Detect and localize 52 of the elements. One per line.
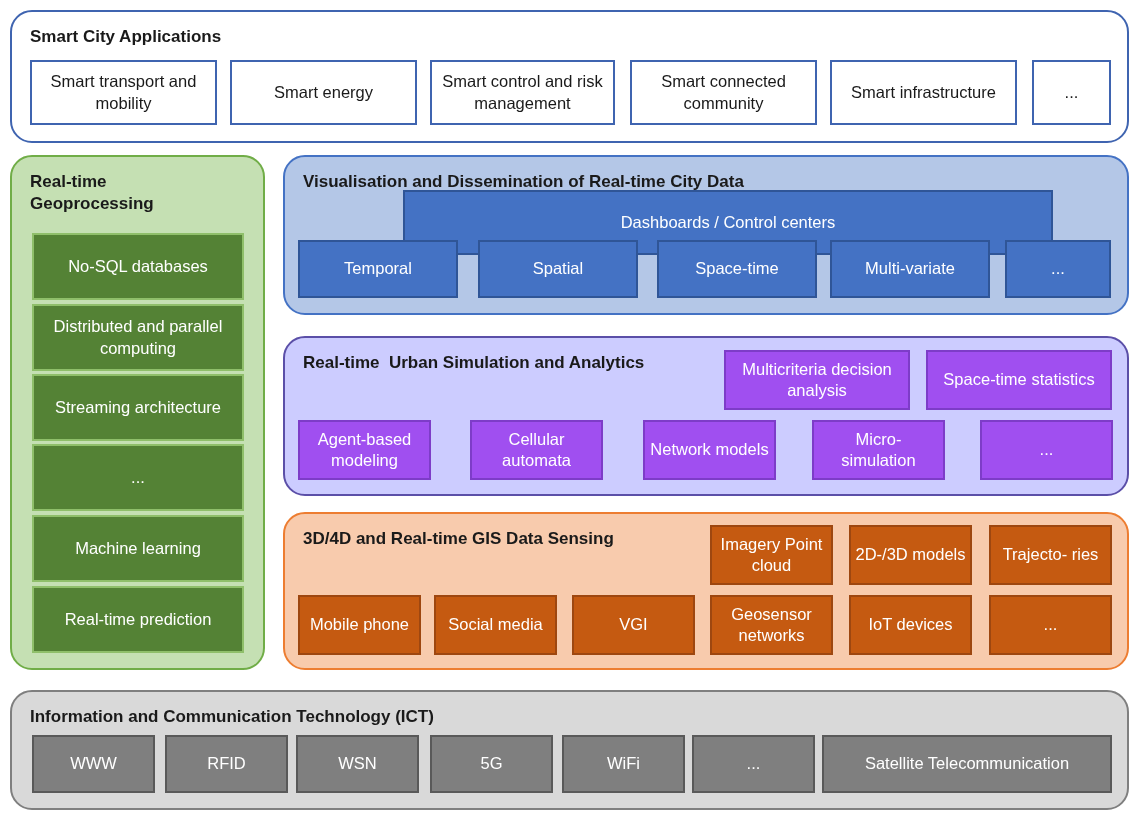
layer-panel: [283, 336, 1129, 496]
layer-title: Visualisation and Dissemination of Real-time City Data: [303, 171, 744, 193]
component-box: ...: [32, 444, 244, 511]
component-box: IoT devices: [849, 595, 972, 655]
component-box: Multicriteria decision analysis: [724, 350, 910, 410]
layer-title: Smart City Applications: [30, 26, 222, 48]
component-box: Multi-variate: [830, 240, 990, 298]
component-box: WiFi: [562, 735, 685, 793]
component-box: Social media: [434, 595, 557, 655]
component-box: WSN: [296, 735, 419, 793]
component-box: Space-time: [657, 240, 817, 298]
component-box: VGI: [572, 595, 695, 655]
layer-title: 3D/4D and Real-time GIS Data Sensing: [303, 528, 614, 550]
component-box: Micro- simulation: [812, 420, 945, 480]
component-box: Smart energy: [230, 60, 417, 125]
component-box: Cellular automata: [470, 420, 603, 480]
layer-panel: [283, 155, 1129, 315]
layer-panel: [10, 155, 265, 670]
component-box: Streaming architecture: [32, 374, 244, 441]
component-box: Distributed and parallel computing: [32, 304, 244, 371]
component-box: Smart transport and mobility: [30, 60, 217, 125]
component-box: Smart infrastructure: [830, 60, 1017, 125]
component-box: Temporal: [298, 240, 458, 298]
component-box: ...: [692, 735, 815, 793]
component-box: ...: [989, 595, 1112, 655]
layer-title: Information and Communication Technology (ICT): [30, 706, 434, 728]
component-box: No-SQL databases: [32, 233, 244, 300]
component-box: Smart connected community: [630, 60, 817, 125]
layer-title: Real-time Urban Simulation and Analytics: [303, 352, 645, 374]
component-box: Satellite Telecommunication: [822, 735, 1112, 793]
component-box: ...: [1005, 240, 1111, 298]
layer-title: Real-time Geoprocessing: [30, 171, 155, 216]
component-box: Space-time statistics: [926, 350, 1112, 410]
component-box: Trajecto- ries: [989, 525, 1112, 585]
component-box: WWW: [32, 735, 155, 793]
component-box: Geosensor networks: [710, 595, 833, 655]
component-box: Agent-based modeling: [298, 420, 431, 480]
layer-panel: [283, 512, 1129, 670]
component-box: Spatial: [478, 240, 638, 298]
component-box: ...: [980, 420, 1113, 480]
layer-panel: [10, 690, 1129, 810]
component-box: 5G: [430, 735, 553, 793]
component-box: Imagery Point cloud: [710, 525, 833, 585]
component-box: Mobile phone: [298, 595, 421, 655]
component-box: 2D-/3D models: [849, 525, 972, 585]
component-box: Real-time prediction: [32, 586, 244, 653]
component-box: Network models: [643, 420, 776, 480]
component-box: ...: [1032, 60, 1111, 125]
component-box: Smart control and risk management: [430, 60, 615, 125]
layer-panel: [10, 10, 1129, 143]
component-box: Machine learning: [32, 515, 244, 582]
component-box: RFID: [165, 735, 288, 793]
